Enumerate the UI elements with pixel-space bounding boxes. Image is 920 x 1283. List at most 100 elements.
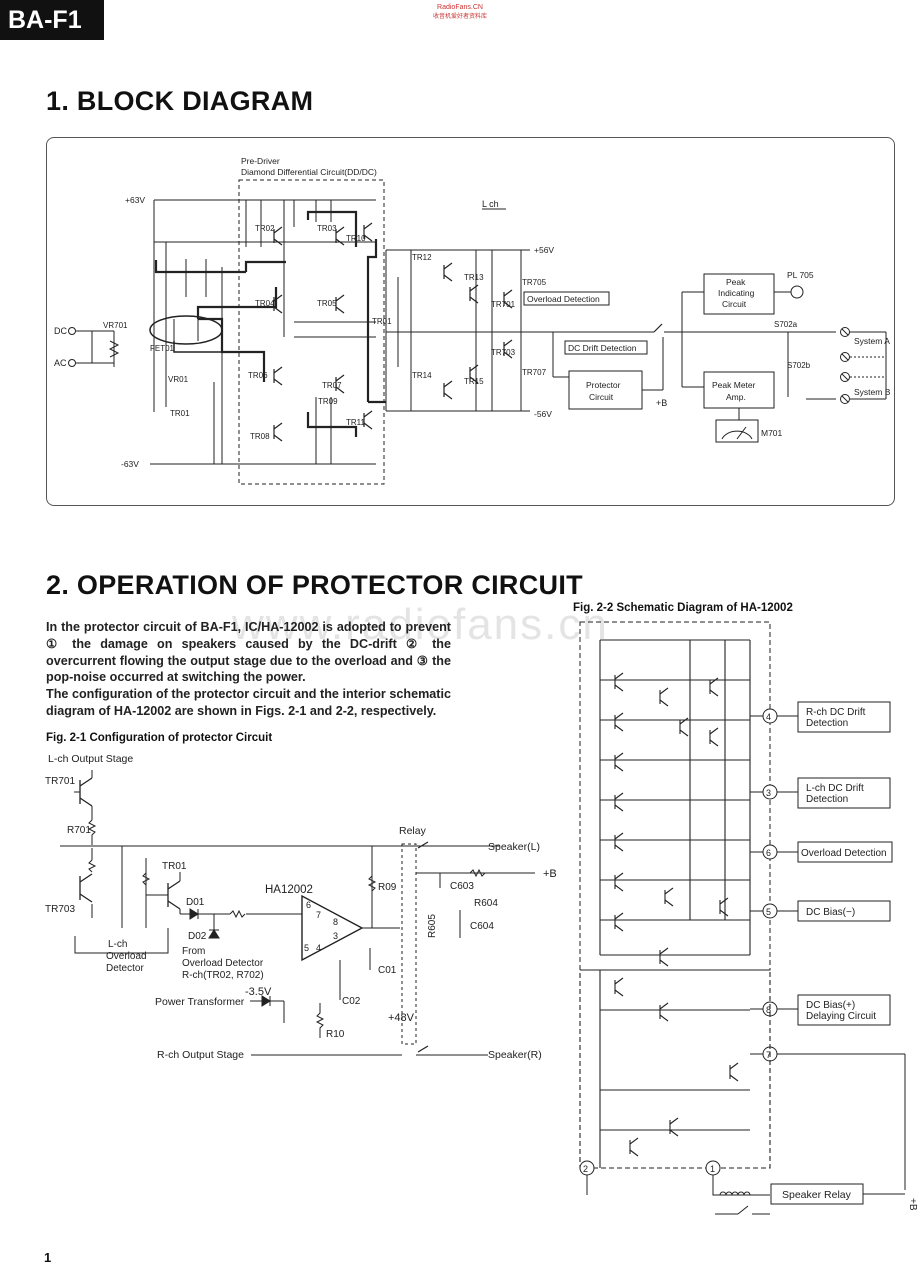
pin-2-num: 2 bbox=[583, 1164, 588, 1174]
fig22-diagram: 4 R-ch DC Drift Detection 3 L-ch DC Drif… bbox=[579, 621, 918, 1215]
peak-indicating-label-2: Indicating bbox=[718, 288, 755, 298]
peak-meter-label-2: Amp. bbox=[726, 392, 746, 402]
from-label-3: R-ch(TR02, R702) bbox=[182, 970, 264, 981]
input-dc-label: DC bbox=[54, 326, 67, 336]
ic-pin7: 7 bbox=[316, 910, 321, 920]
tr705-label: TR705 bbox=[522, 278, 547, 287]
predriver-box bbox=[238, 179, 385, 485]
tr703-fig-label: TR703 bbox=[45, 904, 75, 915]
pin-5-num: 5 bbox=[766, 907, 771, 917]
tr14-label: TR14 bbox=[412, 371, 432, 380]
vr701-label: VR701 bbox=[103, 321, 128, 330]
pl705-label: PL 705 bbox=[787, 270, 814, 280]
input-ac-jack bbox=[68, 359, 76, 367]
r605-label: R605 bbox=[427, 914, 438, 938]
lch-overload-label-1: L-ch bbox=[108, 939, 127, 950]
ic-symbol bbox=[301, 894, 364, 962]
pin-4-box bbox=[797, 701, 891, 733]
lch-overload-label-2: Overload bbox=[106, 951, 147, 962]
relay-coil bbox=[401, 843, 417, 1045]
fig21-plus-b-label: +B bbox=[543, 868, 557, 880]
d01-label: D01 bbox=[186, 897, 205, 908]
pos48-label: +48V bbox=[388, 1012, 415, 1024]
r604-label: R604 bbox=[474, 898, 498, 909]
overload-detection-box bbox=[523, 291, 610, 306]
pin-8-label-2: Delaying Circuit bbox=[806, 1011, 876, 1022]
ic-pin5: 5 bbox=[304, 943, 309, 953]
section2-paragraphs: In the protector circuit of BA-F1, IC/HA… bbox=[46, 619, 451, 720]
pin-6-box bbox=[797, 841, 893, 863]
speaker-relay-label: Speaker Relay bbox=[782, 1189, 852, 1201]
ha12002-outline-lower bbox=[579, 969, 771, 1169]
ha12002-outline bbox=[579, 621, 771, 971]
tr15-label: TR15 bbox=[464, 377, 484, 386]
pin-5-box bbox=[797, 900, 891, 922]
speaker-r-label: Speaker(R) bbox=[488, 1049, 542, 1061]
r10-label: R10 bbox=[326, 1029, 345, 1040]
pin-6-num: 6 bbox=[766, 848, 771, 858]
pin-3-label-2: Detection bbox=[806, 794, 848, 805]
fig21-caption: Fig. 2-1 Configuration of protector Circ… bbox=[46, 732, 273, 744]
fig22-pins: 4 R-ch DC Drift Detection 3 L-ch DC Drif… bbox=[750, 701, 906, 1190]
lch-output-stage-label: L-ch Output Stage bbox=[48, 753, 133, 765]
pin-4-num: 4 bbox=[766, 712, 771, 722]
peak-indicating-label-1: Peak bbox=[726, 277, 746, 287]
c603-label: C603 bbox=[450, 881, 474, 892]
m701-meter bbox=[715, 419, 759, 443]
block-diagram: Pre-Driver Diamond Differential Circuit(… bbox=[54, 156, 891, 485]
watermark: www.radiofans.cn bbox=[232, 600, 609, 649]
peak-indicating-label-3: Circuit bbox=[722, 299, 747, 309]
predriver-label-1: Pre-Driver bbox=[241, 156, 280, 166]
relay-label: Relay bbox=[399, 825, 427, 837]
fet01-symbol bbox=[149, 315, 223, 345]
pin-1-num: 1 bbox=[710, 1164, 715, 1174]
dc-drift-detection-label: DC Drift Detection bbox=[568, 343, 637, 353]
model-tag: BA-F1 bbox=[0, 0, 104, 40]
tr11-label: TR11 bbox=[346, 418, 366, 427]
pin-5-label-1: DC Bias(−) bbox=[806, 907, 855, 918]
protector-circuit-label-2: Circuit bbox=[589, 392, 614, 402]
fig22-caption: Fig. 2-2 Schematic Diagram of HA-12002 bbox=[573, 602, 793, 614]
peak-meter-label-1: Peak Meter bbox=[712, 380, 756, 390]
ic-label: HA12002 bbox=[265, 884, 313, 896]
tr01-fig-label: TR01 bbox=[162, 861, 187, 872]
tr05-label: TR05 bbox=[317, 299, 337, 308]
tr12-label: TR12 bbox=[412, 253, 432, 262]
tr13-label: TR13 bbox=[464, 273, 484, 282]
block-diagram-frame bbox=[46, 137, 895, 506]
pin-3-num: 3 bbox=[766, 788, 771, 798]
system-b-label: System B bbox=[854, 387, 891, 397]
lch-overload-label-3: Detector bbox=[106, 963, 144, 974]
ic-pin8: 8 bbox=[333, 917, 338, 927]
tr09-label: TR09 bbox=[318, 397, 338, 406]
block-plus-b-label: +B bbox=[656, 398, 667, 408]
tr07-label: TR07 bbox=[322, 381, 342, 390]
rail-neg56-label: -56V bbox=[534, 409, 552, 419]
tr701-label: TR701 bbox=[491, 300, 516, 309]
tr04-label: TR04 bbox=[255, 299, 275, 308]
page-number: 1 bbox=[44, 1250, 52, 1265]
m701-label: M701 bbox=[761, 428, 783, 438]
source-mark-cn: 收音机爱好者资料库 bbox=[432, 14, 487, 20]
pin-8-label-1: DC Bias(+) bbox=[806, 1000, 855, 1011]
paragraph-2: The configuration of the protector circu… bbox=[46, 687, 451, 718]
rail-pos63-label: +63V bbox=[125, 195, 145, 205]
tr03-label: TR03 bbox=[317, 224, 337, 233]
input-ac-label: AC bbox=[54, 358, 67, 368]
s702b-label: S702b bbox=[787, 361, 811, 370]
input-dc-jack bbox=[68, 327, 76, 335]
pin-7-num: 7 bbox=[766, 1050, 771, 1060]
rail-pos56-label: +56V bbox=[534, 245, 554, 255]
c604-label: C604 bbox=[470, 921, 494, 932]
fig21-diagram: L-ch Output Stage TR701 R701 TR703 TR01 … bbox=[45, 753, 557, 1061]
pin-4-label-1: R-ch DC Drift bbox=[806, 707, 866, 718]
s702a-label: S702a bbox=[774, 320, 798, 329]
pin-3-box bbox=[797, 777, 891, 809]
overload-detection-label: Overload Detection bbox=[527, 294, 600, 304]
pin-6-label-1: Overload Detection bbox=[801, 848, 887, 859]
system-a-label: System A bbox=[854, 336, 890, 346]
tr10-label: TR10 bbox=[346, 234, 366, 243]
pin-8-num: 8 bbox=[766, 1005, 771, 1015]
speaker-l-label: Speaker(L) bbox=[488, 841, 540, 853]
pin-4-label-2: Detection bbox=[806, 718, 848, 729]
